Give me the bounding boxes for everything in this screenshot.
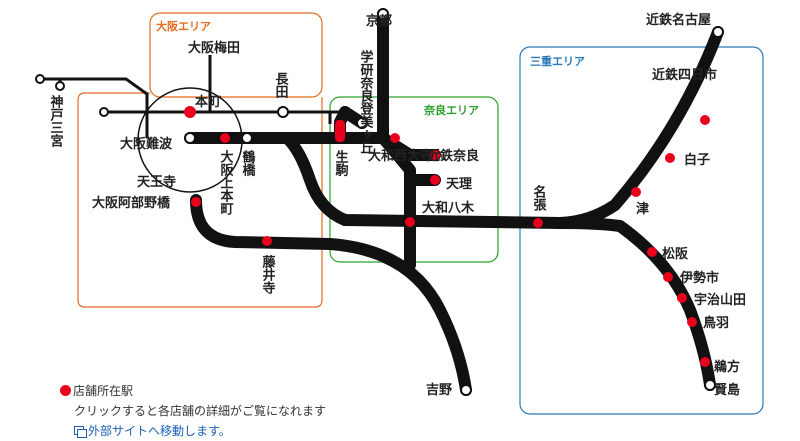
label-ikoma[interactable]: 生駒 xyxy=(333,149,350,177)
label-kashikojima[interactable]: 賢島 xyxy=(714,382,740,398)
label-shiroko[interactable]: 白子 xyxy=(684,152,710,168)
nara-area-label: 奈良エリア xyxy=(423,103,479,117)
station-ujiyamada-dot xyxy=(677,293,687,303)
store-dot-icon xyxy=(60,385,71,396)
label-saidaiji[interactable]: 大和西大寺 xyxy=(368,148,433,164)
label-yoshino[interactable]: 吉野 xyxy=(426,383,452,398)
station-tsu-dot xyxy=(631,187,641,197)
label-gakken[interactable]: 学研奈良登美ヶ丘 xyxy=(358,49,375,154)
label-uehommachi[interactable]: 大阪上本町 xyxy=(218,149,234,216)
station-toba-dot xyxy=(687,317,697,327)
label-tsu[interactable]: 津 xyxy=(636,201,649,217)
osaka-area-frame xyxy=(149,12,323,98)
label-osaka-umeda[interactable]: 大阪梅田 xyxy=(188,40,240,56)
label-kyoto[interactable]: 京都 xyxy=(366,13,392,29)
label-nabari[interactable]: 名張 xyxy=(531,184,547,212)
station-tenri-dot xyxy=(430,175,440,185)
label-nagata[interactable]: 長田 xyxy=(273,72,289,99)
station-uehommachi-dot xyxy=(220,133,230,143)
label-fujiidera[interactable]: 藤井寺 xyxy=(260,254,276,295)
mie-area-frame xyxy=(519,46,764,415)
station-matsusaka-dot xyxy=(647,247,657,257)
legend-store: 店舗所在駅 xyxy=(60,381,326,401)
label-osaka-namba[interactable]: 大阪難波 xyxy=(120,136,173,152)
label-toba[interactable]: 鳥羽 xyxy=(703,315,729,331)
label-kintetsu-nagoya[interactable]: 近鉄名古屋 xyxy=(646,12,711,28)
label-yokkaichi[interactable]: 近鉄四日市 xyxy=(652,67,717,83)
label-ujiyamada[interactable]: 宇治山田 xyxy=(694,292,746,308)
label-matsusaka[interactable]: 松阪 xyxy=(662,246,689,262)
terminals xyxy=(35,8,724,396)
legend-external: 外部サイトへ移動します。 xyxy=(60,421,326,441)
station-fujiidera-dot xyxy=(262,236,272,246)
station-ikoma-dot xyxy=(335,120,345,142)
station-shiroko-dot xyxy=(665,153,675,163)
label-tsuruhashi[interactable]: 鶴橋 xyxy=(240,149,256,177)
label-tenri[interactable]: 天理 xyxy=(446,177,472,192)
store-dots[interactable] xyxy=(184,106,710,367)
legend-click-note: クリックすると各店舗の詳細がご覧になれます xyxy=(74,404,327,418)
thin-lines xyxy=(40,55,363,193)
label-iseshi[interactable]: 伊勢市 xyxy=(679,270,719,286)
external-link-icon xyxy=(74,426,87,438)
label-abenobashi[interactable]: 大阪阿部野橋 xyxy=(92,195,171,211)
station-abenobashi-dot xyxy=(191,197,201,207)
label-yagi[interactable]: 大和八木 xyxy=(422,200,475,216)
mie-area-label: 三重エリア xyxy=(530,54,585,68)
station-yagi-dot xyxy=(405,217,415,227)
label-honmachi[interactable]: 本町 xyxy=(195,94,221,110)
label-ugata[interactable]: 鵜方 xyxy=(713,359,740,375)
osaka-area-frame-lower xyxy=(77,92,323,308)
label-kintetsu-nara[interactable]: 近鉄奈良 xyxy=(427,148,479,164)
station-nabari-dot xyxy=(533,218,543,228)
station-saidaiji-dot xyxy=(390,133,400,143)
label-tennoji[interactable]: 天王寺 xyxy=(137,174,176,190)
station-yokkaichi-dot xyxy=(700,115,710,125)
station-honmachi-dot xyxy=(184,106,196,118)
label-kobe-sannomiya[interactable]: 神戸三宮 xyxy=(48,94,64,147)
station-iseshi-dot xyxy=(663,272,673,282)
legend: 店舗所在駅 クリックすると各店舗の詳細がご覧になれます 外部サイトへ移動します。 xyxy=(60,381,326,441)
station-nara-dot xyxy=(430,150,440,160)
osaka-area-label: 大阪エリア xyxy=(156,19,211,33)
station-ugata-dot xyxy=(700,357,710,367)
